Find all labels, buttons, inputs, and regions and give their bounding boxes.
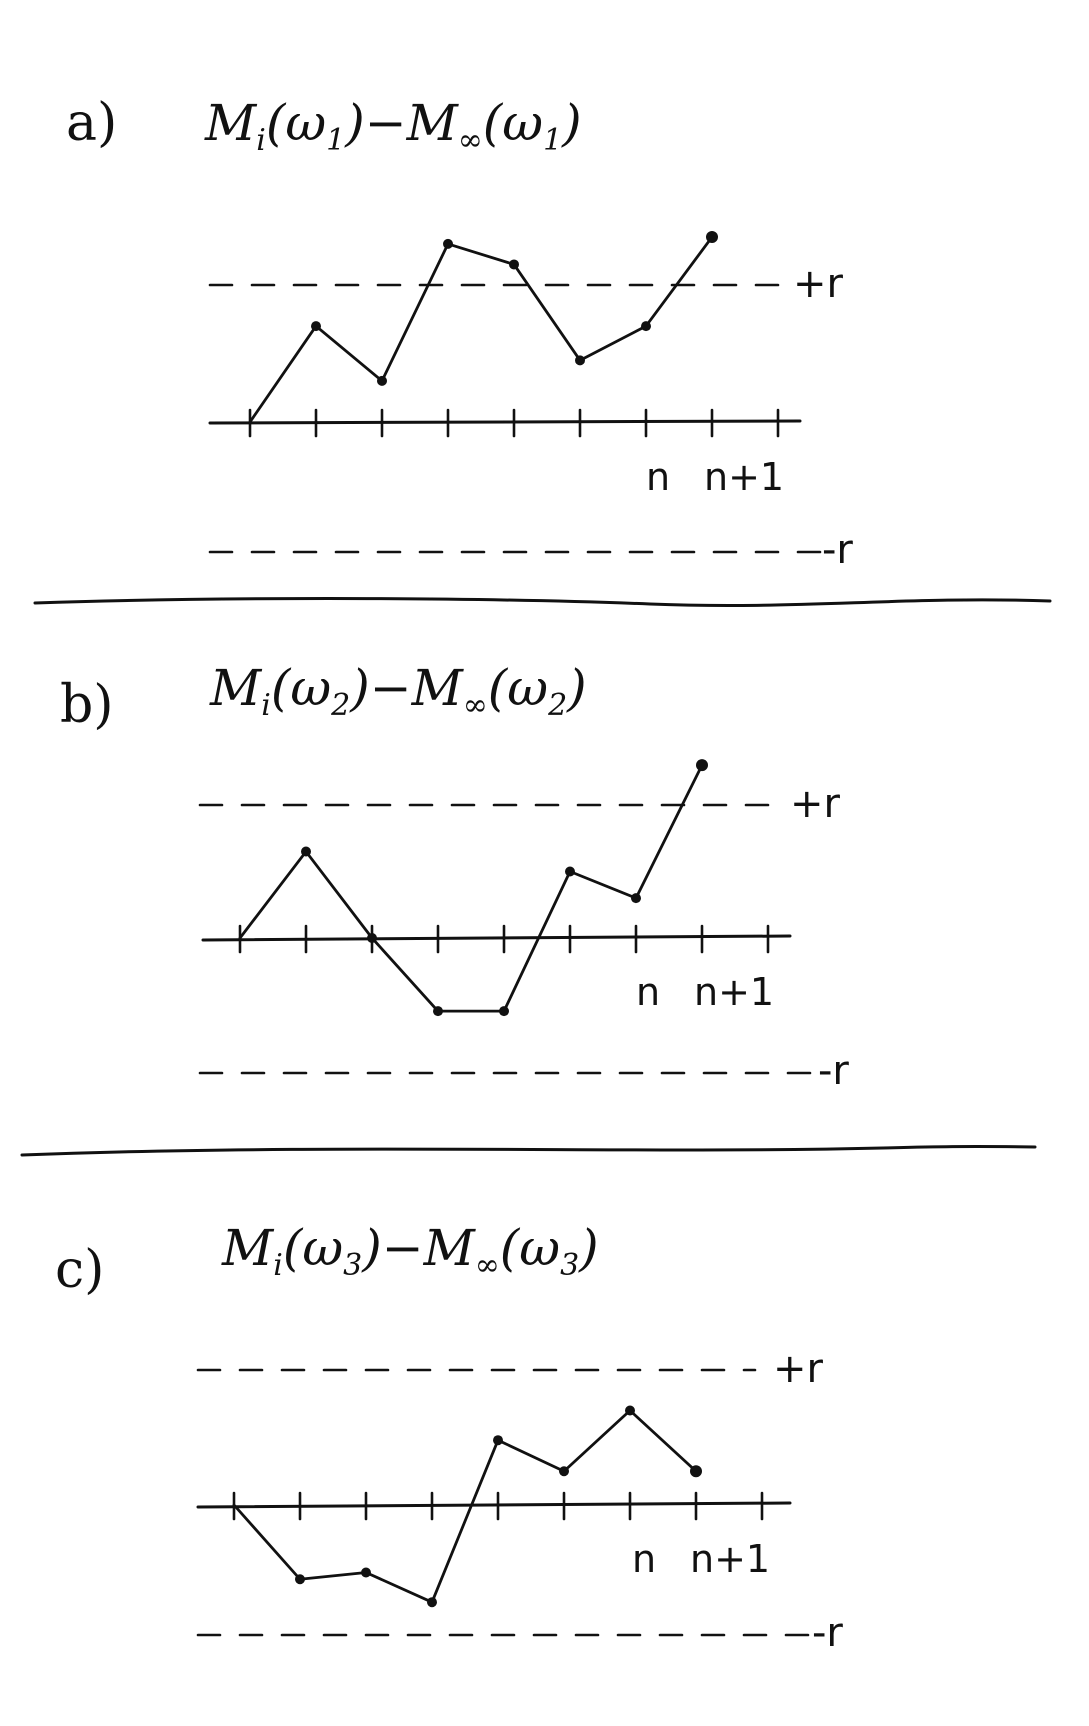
panel-b-series-line <box>238 763 704 1013</box>
panel-c-letter: c) <box>55 1240 104 1300</box>
panel-a-letter: a) <box>66 93 117 153</box>
panel-a-data-point <box>509 259 519 270</box>
panel-a-points <box>311 231 718 386</box>
panel-a-data-point <box>575 355 585 366</box>
panel-c-data-point <box>559 1466 569 1477</box>
panel-c-tick-label-n1: n+1 <box>690 1537 770 1581</box>
panel-c-series-line <box>232 1409 698 1604</box>
panel-b-points <box>301 759 708 1017</box>
separator-2 <box>20 1145 1037 1157</box>
panel-c: c) Mi(ω3)−M∞(ω3) +r n n+1 -r <box>55 1219 843 1656</box>
panel-c-lower-label: -r <box>812 1610 843 1656</box>
panel-a-title: Mi(ω1)−M∞(ω1) <box>204 94 582 158</box>
panel-c-ticks <box>232 1491 764 1521</box>
panel-a-data-point <box>443 238 453 249</box>
panel-c-data-point <box>690 1465 702 1478</box>
panel-b-title: Mi(ω2)−M∞(ω2) <box>209 659 587 723</box>
panel-a-data-point <box>311 321 321 332</box>
panel-b-lower-label: -r <box>818 1048 849 1094</box>
panel-a-upper-label: +r <box>793 261 844 307</box>
panel-b-axis <box>201 934 792 942</box>
panel-a-lower-label: -r <box>822 527 853 573</box>
panel-b-tick-label-n1: n+1 <box>694 970 774 1014</box>
panel-c-points <box>295 1405 702 1608</box>
panel-c-data-point <box>625 1405 635 1416</box>
panel-a: a) Mi(ω1)−M∞(ω1) +r n n+1 -r <box>66 93 853 573</box>
panel-c-data-point <box>361 1567 371 1578</box>
panel-a-data-point <box>706 231 718 244</box>
panel-c-data-point <box>427 1597 437 1608</box>
panel-c-data-point <box>295 1574 305 1585</box>
panel-c-data-point <box>493 1435 503 1446</box>
panel-b-data-point <box>696 759 708 772</box>
panel-a-axis <box>208 419 802 425</box>
panel-a-tick-label-n1: n+1 <box>704 455 784 499</box>
panel-c-upper-label: +r <box>773 1346 824 1392</box>
panel-c-axis <box>196 1501 792 1509</box>
panel-a-data-point <box>641 321 651 332</box>
panel-b-tick-label-n: n <box>636 970 660 1014</box>
separator-1 <box>33 597 1052 608</box>
panel-b-upper-label: +r <box>790 781 841 827</box>
panel-b: b) Mi(ω2)−M∞(ω2) +r n n+1 -r <box>60 659 849 1094</box>
panel-b-letter: b) <box>60 675 114 735</box>
panel-b-data-point <box>433 1006 443 1017</box>
panel-c-title: Mi(ω3)−M∞(ω3) <box>221 1219 599 1283</box>
panel-c-tick-label-n: n <box>632 1537 656 1581</box>
panel-b-data-point <box>565 866 575 877</box>
panel-b-data-point <box>499 1006 509 1017</box>
panel-a-series-line <box>248 235 714 424</box>
panel-b-data-point <box>301 846 311 857</box>
panel-a-data-point <box>377 375 387 386</box>
panel-a-tick-label-n: n <box>646 455 670 499</box>
panel-b-data-point <box>631 893 641 904</box>
panel-b-data-point <box>367 933 377 943</box>
